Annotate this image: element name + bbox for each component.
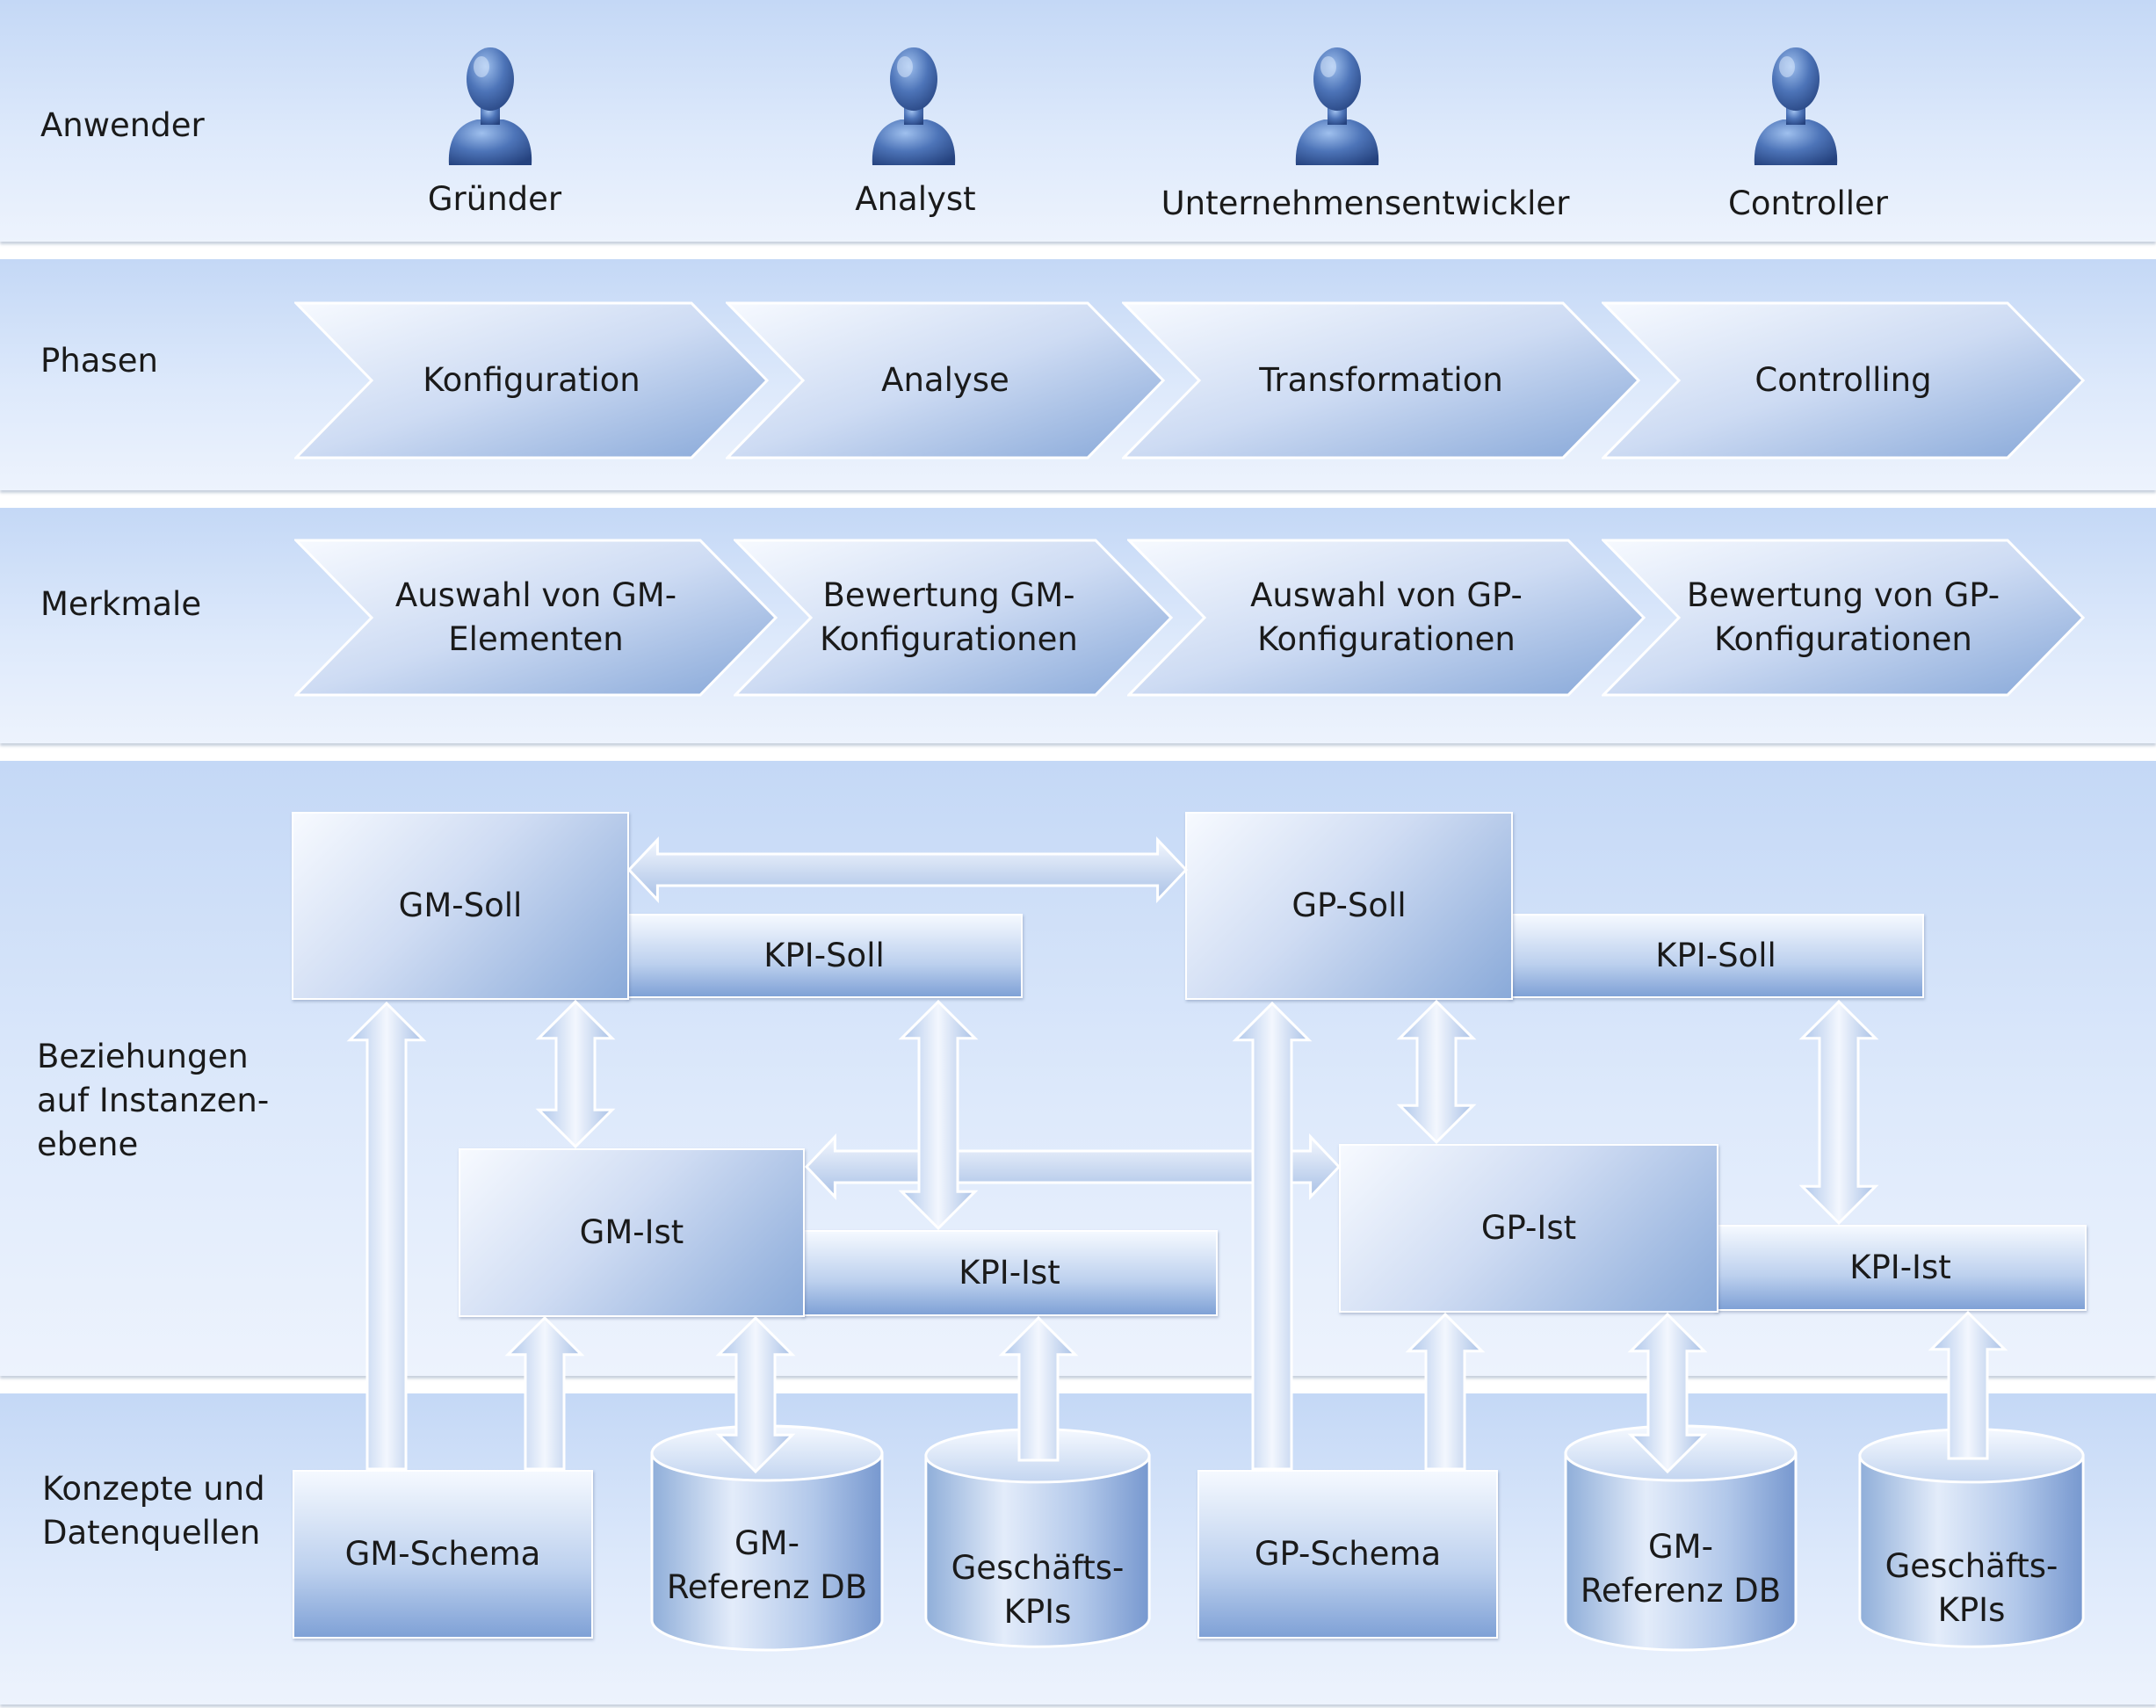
phase-chevron-analyse <box>726 301 1165 460</box>
feature-chevron-1 <box>294 539 778 697</box>
row-label-beziehungen: Beziehungen auf Instanzen- ebene <box>37 1038 270 1163</box>
arrow-gm-schema-gm-ist <box>504 1315 585 1471</box>
phase-label-konfiguration: Konfiguration <box>423 361 640 399</box>
geschaefts-kpis-right-label: Geschäfts-KPIs <box>1885 1547 2058 1629</box>
row-label-anwender: Anwender <box>40 106 205 144</box>
user-name-controller: Controller <box>1727 185 1888 222</box>
row-label-phasen: Phasen <box>40 342 158 380</box>
gp-ist-box: GP-Ist <box>1339 1144 1718 1313</box>
feature-chevron-2 <box>734 539 1173 697</box>
arrow-gm-soll-gm-ist <box>535 999 616 1149</box>
gm-referenz-db-left-label: GM-Referenz DB <box>666 1524 868 1606</box>
phase-chevron-konfiguration <box>294 301 769 460</box>
gm-soll-box: GM-Soll <box>292 812 629 1000</box>
gm-schema-box: GM-Schema <box>293 1470 593 1639</box>
feature-label-2: Bewertung GM-Konfigurationen <box>820 576 1078 658</box>
phase-label-transformation: Transformation <box>1259 361 1503 399</box>
feature-label-1: Auswahl von GM-Elementen <box>394 576 677 658</box>
arrow-gm-schema-gm-soll <box>346 1001 427 1471</box>
feature-chevron-3 <box>1127 539 1646 697</box>
arrow-gp-soll-gp-ist <box>1396 999 1477 1145</box>
phase-chevron-transformation <box>1122 301 1640 460</box>
arrow-gm-ist-gm-referenz-db <box>715 1315 796 1474</box>
user-name-analyst: Analyst <box>855 180 976 218</box>
gm-ist-box: GM-Ist <box>459 1148 805 1317</box>
phase-label-controlling: Controlling <box>1754 361 1932 399</box>
phase-chevron-controlling <box>1602 301 2085 460</box>
feature-label-4: Bewertung von GP-Konfigurationen <box>1686 576 2000 658</box>
phase-label-analyse: Analyse <box>881 361 1009 399</box>
arrow-gp-schema-gp-soll <box>1232 1001 1313 1471</box>
user-name-unternehmensentwickler: Unternehmensentwickler <box>1161 185 1570 222</box>
arrow-kpi-soll-kpi-ist-right <box>1798 999 1879 1226</box>
row-label-konzepte: Konzepte und Datenquellen <box>42 1470 265 1552</box>
arrow-kpis-kpi-ist-right <box>1928 1310 2008 1460</box>
feature-label-3: Auswahl von GP-Konfigurationen <box>1250 576 1523 658</box>
gp-schema-box: GP-Schema <box>1197 1470 1498 1639</box>
geschaefts-kpis-left-label: Geschäfts-KPIs <box>951 1549 1125 1631</box>
arrow-gm-soll-gp-soll <box>626 836 1189 903</box>
kpi-ist-right-box: KPI-Ist <box>1714 1225 2087 1311</box>
gp-soll-box: GP-Soll <box>1185 812 1513 1000</box>
arrow-kpi-soll-kpi-ist-left <box>898 999 979 1231</box>
arrow-gp-schema-gp-ist <box>1405 1312 1486 1471</box>
kpi-ist-left-box: KPI-Ist <box>801 1230 1218 1316</box>
kpi-soll-left-box: KPI-Soll <box>626 914 1023 998</box>
arrow-gp-ist-gm-referenz-db <box>1627 1312 1708 1474</box>
arrow-kpis-kpi-ist-left <box>998 1315 1079 1462</box>
row-label-merkmale: Merkmale <box>40 585 202 623</box>
gm-referenz-db-right-label: GM-Referenz DB <box>1580 1528 1782 1610</box>
kpi-soll-right-box: KPI-Soll <box>1508 914 1924 998</box>
feature-chevron-4 <box>1602 539 2085 697</box>
user-name-gruender: Gründer <box>427 180 562 218</box>
